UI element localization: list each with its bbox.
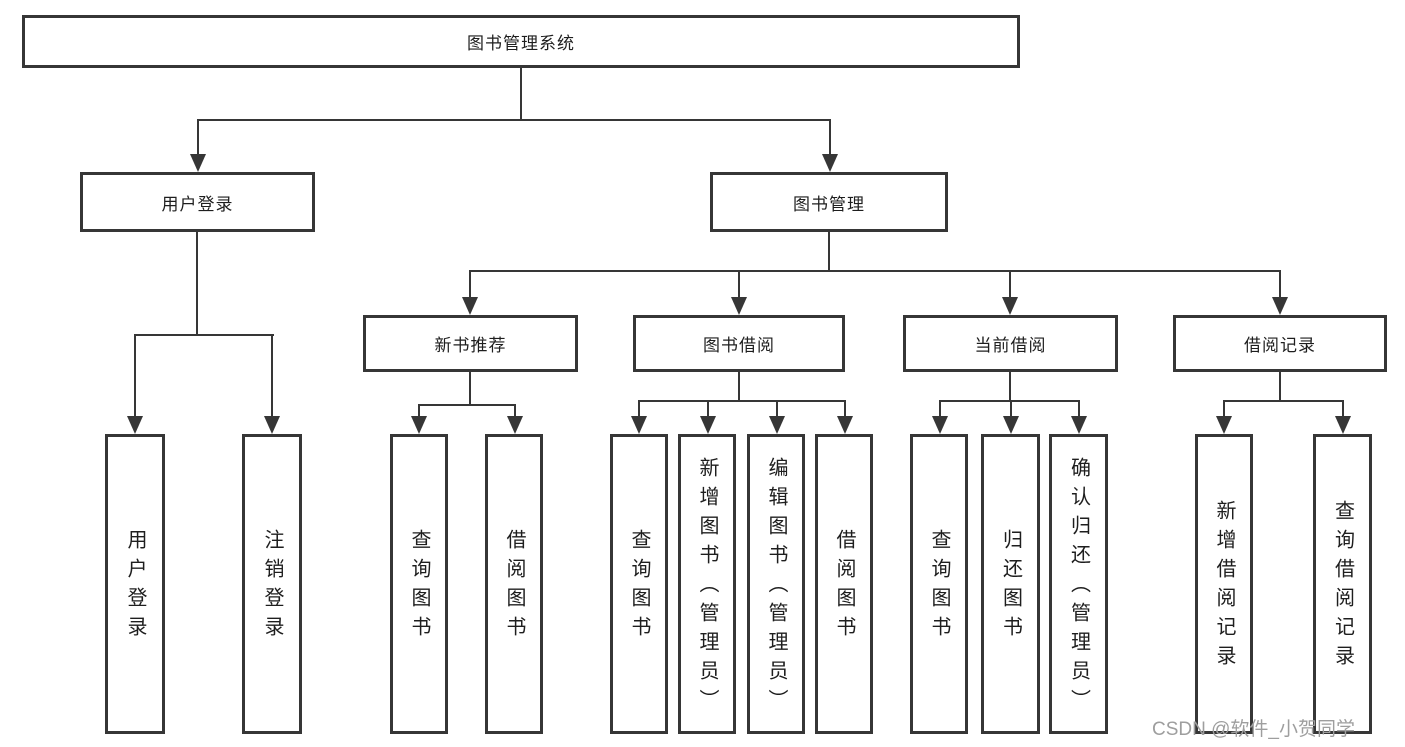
node-borrow-records: 借阅记录 xyxy=(1173,315,1387,372)
connector-line xyxy=(197,119,831,121)
arrowhead-down-icon xyxy=(731,297,747,315)
connector-line xyxy=(1009,372,1011,402)
arrowhead-down-icon xyxy=(837,416,853,434)
arrowhead-down-icon xyxy=(1272,297,1288,315)
arrowhead-down-icon xyxy=(190,154,206,172)
csdn-watermark: CSDN @软件_小贺同学 xyxy=(1152,719,1355,740)
node-root: 图书管理系统 xyxy=(22,15,1020,68)
arrowhead-down-icon xyxy=(1216,416,1232,434)
connector-line xyxy=(707,400,709,418)
connector-line xyxy=(738,270,740,297)
connector-line xyxy=(514,404,516,418)
arrowhead-down-icon xyxy=(1003,416,1019,434)
leaf-query-borrow-record: 查询借阅记录 xyxy=(1313,434,1372,734)
leaf-return-books: 归还图书 xyxy=(981,434,1040,734)
leaf-confirm-return-admin: 确认归还（管理员） xyxy=(1049,434,1108,734)
arrowhead-down-icon xyxy=(631,416,647,434)
arrowhead-down-icon xyxy=(700,416,716,434)
connector-line xyxy=(776,400,778,418)
node-current-borrow: 当前借阅 xyxy=(903,315,1118,372)
connector-line xyxy=(1009,270,1011,297)
connector-line xyxy=(469,270,471,297)
connector-line xyxy=(469,270,1281,272)
connector-line xyxy=(1223,400,1343,402)
connector-line xyxy=(271,334,273,416)
arrowhead-down-icon xyxy=(411,416,427,434)
connector-line xyxy=(197,119,199,155)
connector-line xyxy=(939,400,1080,402)
connector-line xyxy=(134,334,274,336)
leaf-logout: 注销登录 xyxy=(242,434,302,734)
node-book-management: 图书管理 xyxy=(710,172,948,232)
connector-line xyxy=(939,400,941,418)
leaf-add-borrow-record: 新增借阅记录 xyxy=(1195,434,1253,734)
connector-line xyxy=(828,232,830,272)
connector-line xyxy=(1342,400,1344,418)
node-new-book-recommend: 新书推荐 xyxy=(363,315,578,372)
connector-line xyxy=(1010,400,1012,418)
connector-line xyxy=(418,404,516,406)
arrowhead-down-icon xyxy=(1335,416,1351,434)
arrowhead-down-icon xyxy=(264,416,280,434)
arrowhead-down-icon xyxy=(932,416,948,434)
arrowhead-down-icon xyxy=(462,297,478,315)
connector-line xyxy=(520,68,522,121)
leaf-query-books-recommend: 查询图书 xyxy=(390,434,448,734)
connector-line xyxy=(134,334,136,416)
arrowhead-down-icon xyxy=(127,416,143,434)
arrowhead-down-icon xyxy=(1071,416,1087,434)
leaf-query-books-current: 查询图书 xyxy=(910,434,968,734)
connector-line xyxy=(738,372,740,402)
arrowhead-down-icon xyxy=(822,154,838,172)
connector-line xyxy=(638,400,846,402)
leaf-borrow-books-recommend: 借阅图书 xyxy=(485,434,543,734)
connector-line xyxy=(1279,270,1281,297)
arrowhead-down-icon xyxy=(507,416,523,434)
connector-line xyxy=(196,232,198,336)
connector-line xyxy=(1279,372,1281,402)
connector-line xyxy=(844,400,846,418)
leaf-add-books-admin: 新增图书（管理员） xyxy=(678,434,736,734)
connector-line xyxy=(1223,400,1225,418)
connector-line xyxy=(418,404,420,418)
leaf-query-books-borrow: 查询图书 xyxy=(610,434,668,734)
arrowhead-down-icon xyxy=(769,416,785,434)
arrowhead-down-icon xyxy=(1002,297,1018,315)
node-user-login: 用户登录 xyxy=(80,172,315,232)
connector-line xyxy=(638,400,640,418)
leaf-edit-books-admin: 编辑图书（管理员） xyxy=(747,434,805,734)
connector-line xyxy=(1078,400,1080,418)
connector-line xyxy=(469,372,471,406)
connector-line xyxy=(829,119,831,155)
leaf-user-login: 用户登录 xyxy=(105,434,165,734)
leaf-borrow-books: 借阅图书 xyxy=(815,434,873,734)
node-book-borrow: 图书借阅 xyxy=(633,315,845,372)
